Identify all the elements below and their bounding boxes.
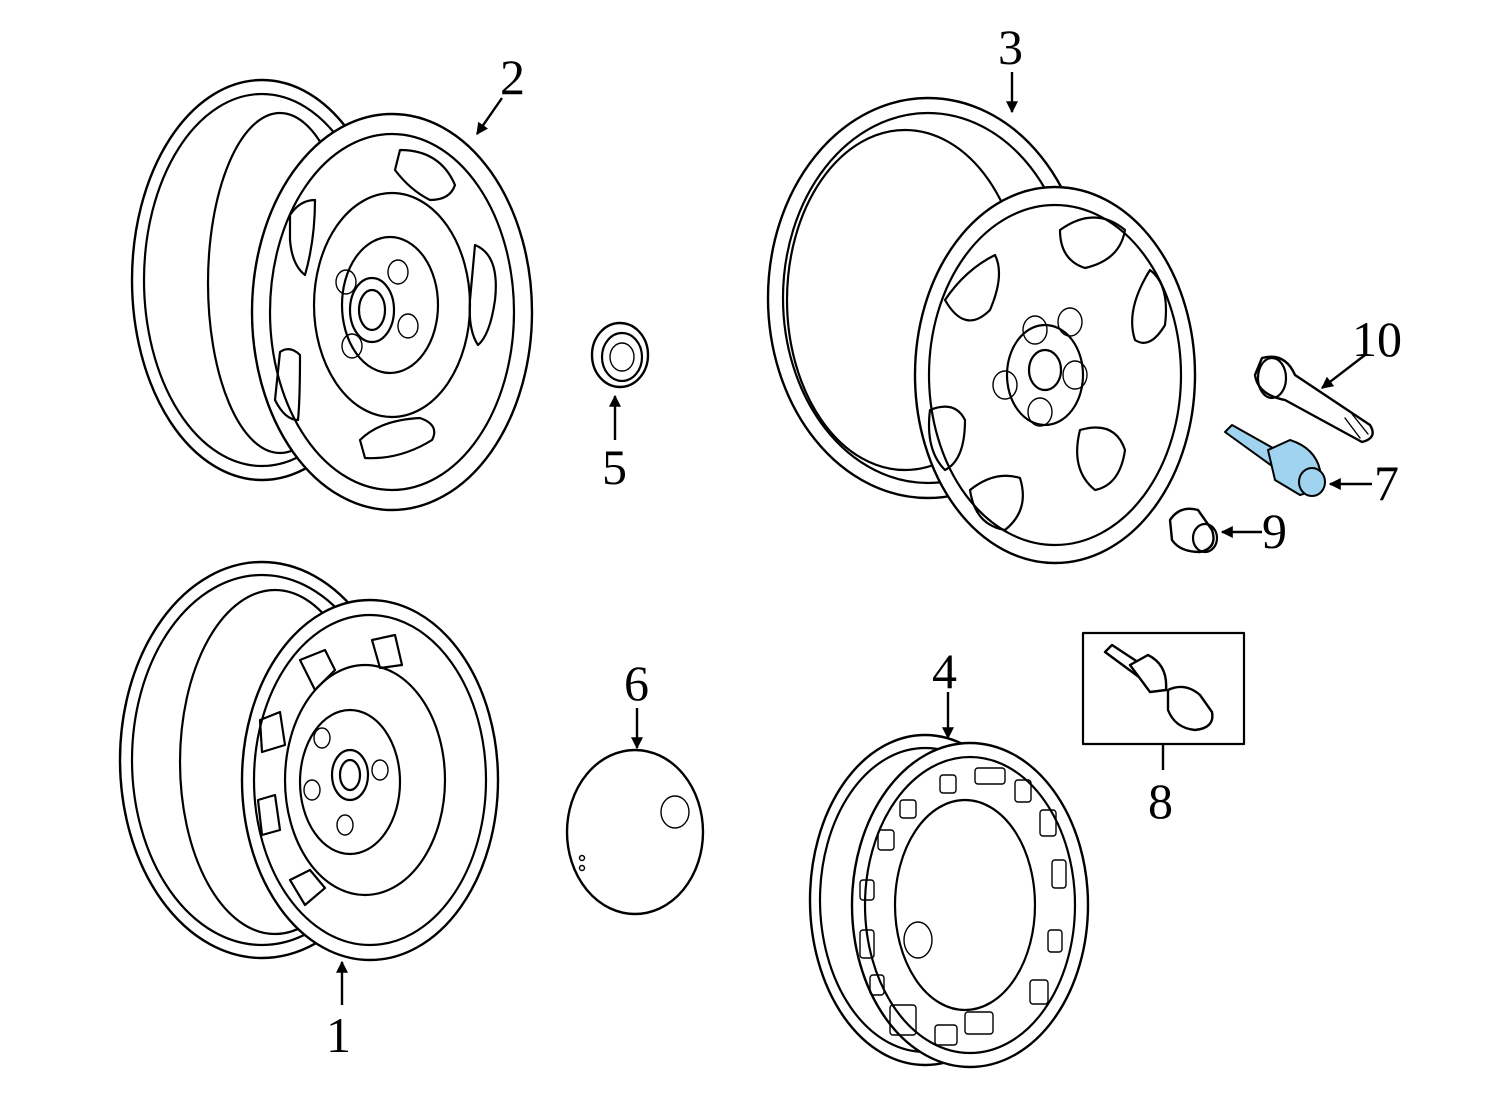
callout-7: 7 [1374, 455, 1399, 511]
part-1-steel-wheel[interactable] [118, 560, 500, 962]
callout-leaders [336, 72, 1372, 1005]
callout-labels: 1 2 3 4 5 6 7 8 9 10 [326, 19, 1402, 1063]
callout-2: 2 [500, 49, 525, 105]
callout-1: 1 [326, 1007, 351, 1063]
part-5-center-cap[interactable] [590, 321, 650, 389]
part-10-valve-stem[interactable] [1253, 355, 1374, 444]
part-4-spare-wheel[interactable] [808, 733, 1090, 1069]
callout-3: 3 [998, 19, 1023, 75]
spare-wheel-slots [859, 767, 1067, 1046]
part-2-steel-wheel[interactable] [130, 78, 534, 512]
callout-6: 6 [624, 655, 649, 711]
callout-5: 5 [602, 439, 627, 495]
callout-10: 10 [1352, 311, 1402, 367]
callout-8: 8 [1148, 773, 1173, 829]
part-8-bolt-kit[interactable] [1081, 631, 1246, 770]
part-9-lug-nut[interactable] [1168, 507, 1219, 554]
part-7-wheel-bolt[interactable] [1224, 424, 1326, 497]
part-3-alloy-wheel[interactable] [766, 96, 1197, 565]
callout-4: 4 [932, 643, 957, 699]
part-6-hub-cap[interactable] [565, 748, 705, 916]
callout-9: 9 [1262, 503, 1287, 559]
